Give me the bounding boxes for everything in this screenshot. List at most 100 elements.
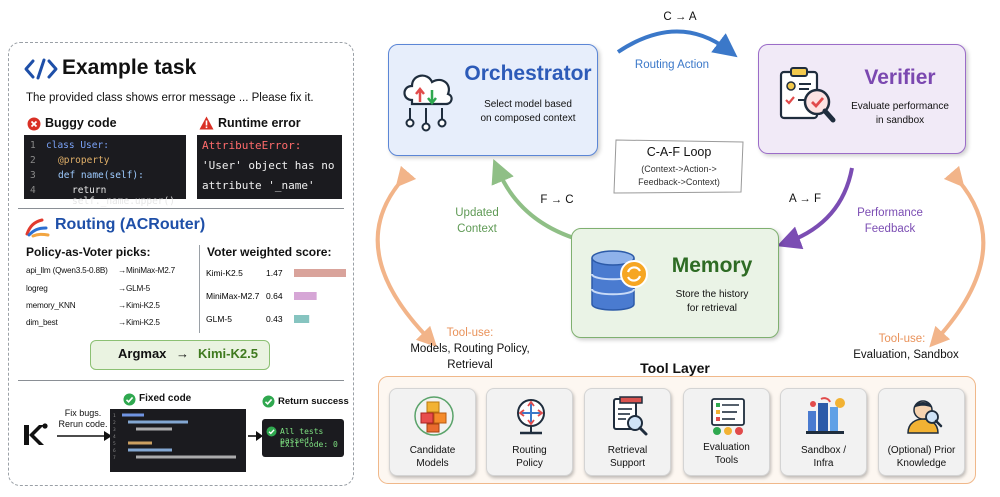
chart-category-label: MiniMax-M2.7 [206,291,260,301]
pick-choice: →MiniMax-M2.7 [118,266,175,275]
verification-checklist-icon [775,62,837,128]
argmax-arrow: → [176,346,189,361]
tool-layer-title: Tool Layer [640,360,710,376]
tool-label-line: (Optional) Prior [887,445,956,456]
tool-label: Candidate Models [390,444,475,470]
chart-bar [294,292,317,300]
svg-text:6: 6 [113,448,116,454]
svg-text:4: 4 [113,434,116,440]
tool-label-line: Routing [512,445,547,456]
pick-policy: memory_KNN [26,301,76,310]
routing-action-label: Routing Action [634,59,710,71]
check-icon [262,395,275,408]
orchestrator-desc: Select model based [484,99,572,110]
example-panel [8,42,354,486]
warning-icon [199,116,214,130]
orchestrator-desc: on composed context [480,113,576,124]
flow-arrow [57,431,112,441]
chart-value-label: 1.47 [266,268,283,278]
tool-label-line: Knowledge [896,458,947,469]
code-line: @property [58,155,110,166]
performance-feedback-label: Feedback [864,223,916,235]
success-line: All tests passed! [280,427,324,445]
tool-card-evaluation-tools: Evaluation Tools [683,388,770,476]
code-line: def name(self): [58,170,144,181]
rerun-code-text: Rerun code. [58,419,108,429]
line-number: 2 [30,155,36,166]
return-success-title: Return success [278,396,349,407]
pick-choice: →Kimi-K2.5 [118,301,160,310]
chart-bar [294,269,346,277]
loop-subtitle: Feedback->Context) [638,177,720,187]
check-icon [123,393,136,406]
error-x-icon [27,117,41,131]
tool-use-right-title: Tool-use: [878,333,926,345]
memory-desc: for retrieval [686,303,737,314]
line-number: 3 [30,170,36,181]
verifier-desc: Evaluate performance [851,101,949,112]
chart-category-label: Kimi-K2.5 [206,268,243,278]
argmax-box [90,340,270,370]
document-search-icon [608,395,650,437]
diagram-arrows [375,29,986,348]
k-logo-icon [22,421,50,449]
pick-choice: →GLM-5 [118,284,151,293]
evaluation-checklist-icon [707,395,749,437]
cubes-icon [413,395,455,437]
f-to-c-label: F → C [540,194,574,206]
a-to-f-label: A → F [789,193,821,205]
tool-label: Evaluation Tools [684,441,769,467]
line-number: 4 [30,185,36,196]
error-line: AttributeError: [202,139,302,152]
routing-title: Routing (ACRouter) [55,216,206,233]
tool-label-line: Infra [813,458,834,469]
tool-label: Retrieval Support [585,444,670,470]
fixed-code-title: Fixed code [139,393,192,404]
loop-note-shape [613,139,744,194]
verifier-title: Verifier [864,66,936,89]
pick-choice: →Kimi-K2.5 [118,318,160,327]
argmax-result: Kimi-K2.5 [198,346,258,361]
fixed-code-block: 1 2 3 4 5 6 7 [110,409,246,472]
buggy-code-block: 1 class User: 2 @property 3 def name(sel… [24,135,186,207]
column-divider [199,245,200,333]
tool-use-right-desc: Evaluation, Sandbox [853,349,959,361]
tool-label-line: Models [416,458,449,469]
tool-use-left-desc: Models, Routing Policy, [410,343,530,355]
cloud-network-icon [398,62,456,132]
svg-text:5: 5 [113,441,116,447]
tool-label: (Optional) Prior Knowledge [879,444,964,470]
performance-feedback-label: Performance [857,207,923,219]
tool-label-line: Candidate [409,445,456,456]
error-line: attribute '_name' [202,179,315,192]
updated-context-label: Context [457,223,497,235]
pick-policy: api_llm (Qwen3.5-0.8B) [26,266,108,275]
example-task-description: The provided class shows error message .… [26,92,314,104]
runtime-error-title: Runtime error [218,116,301,130]
example-task-title: Example task [62,56,197,79]
loop-title: C-A-F Loop [646,145,712,159]
tool-label-line: Policy [516,458,543,469]
tool-card-sandbox-infra: Sandbox / Infra [780,388,867,476]
database-icon [588,246,650,316]
tool-card-prior-knowledge: (Optional) Prior Knowledge [878,388,965,476]
tool-card-candidate-models: Candidate Models [389,388,476,476]
buggy-code-title: Buggy code [45,116,117,130]
divider [18,380,344,381]
code-line: class User: [46,140,109,151]
svg-text:1: 1 [113,413,116,419]
router-hub-icon [510,395,552,437]
infrastructure-icon [804,395,846,437]
tool-label-line: Evaluation [703,442,750,453]
orchestrator-title: Orchestrator [464,62,592,85]
pick-policy: dim_best [26,318,58,327]
tool-layer-box [378,376,976,484]
divider [18,208,344,209]
success-output-block: All tests passed! Exit code: 0 [262,419,344,457]
svg-text:2: 2 [113,420,116,426]
memory-desc: Store the history [675,289,749,300]
error-line: 'User' object has no [202,159,335,172]
memory-title: Memory [671,254,753,277]
policy-voter-title: Policy-as-Voter picks: [26,245,151,259]
